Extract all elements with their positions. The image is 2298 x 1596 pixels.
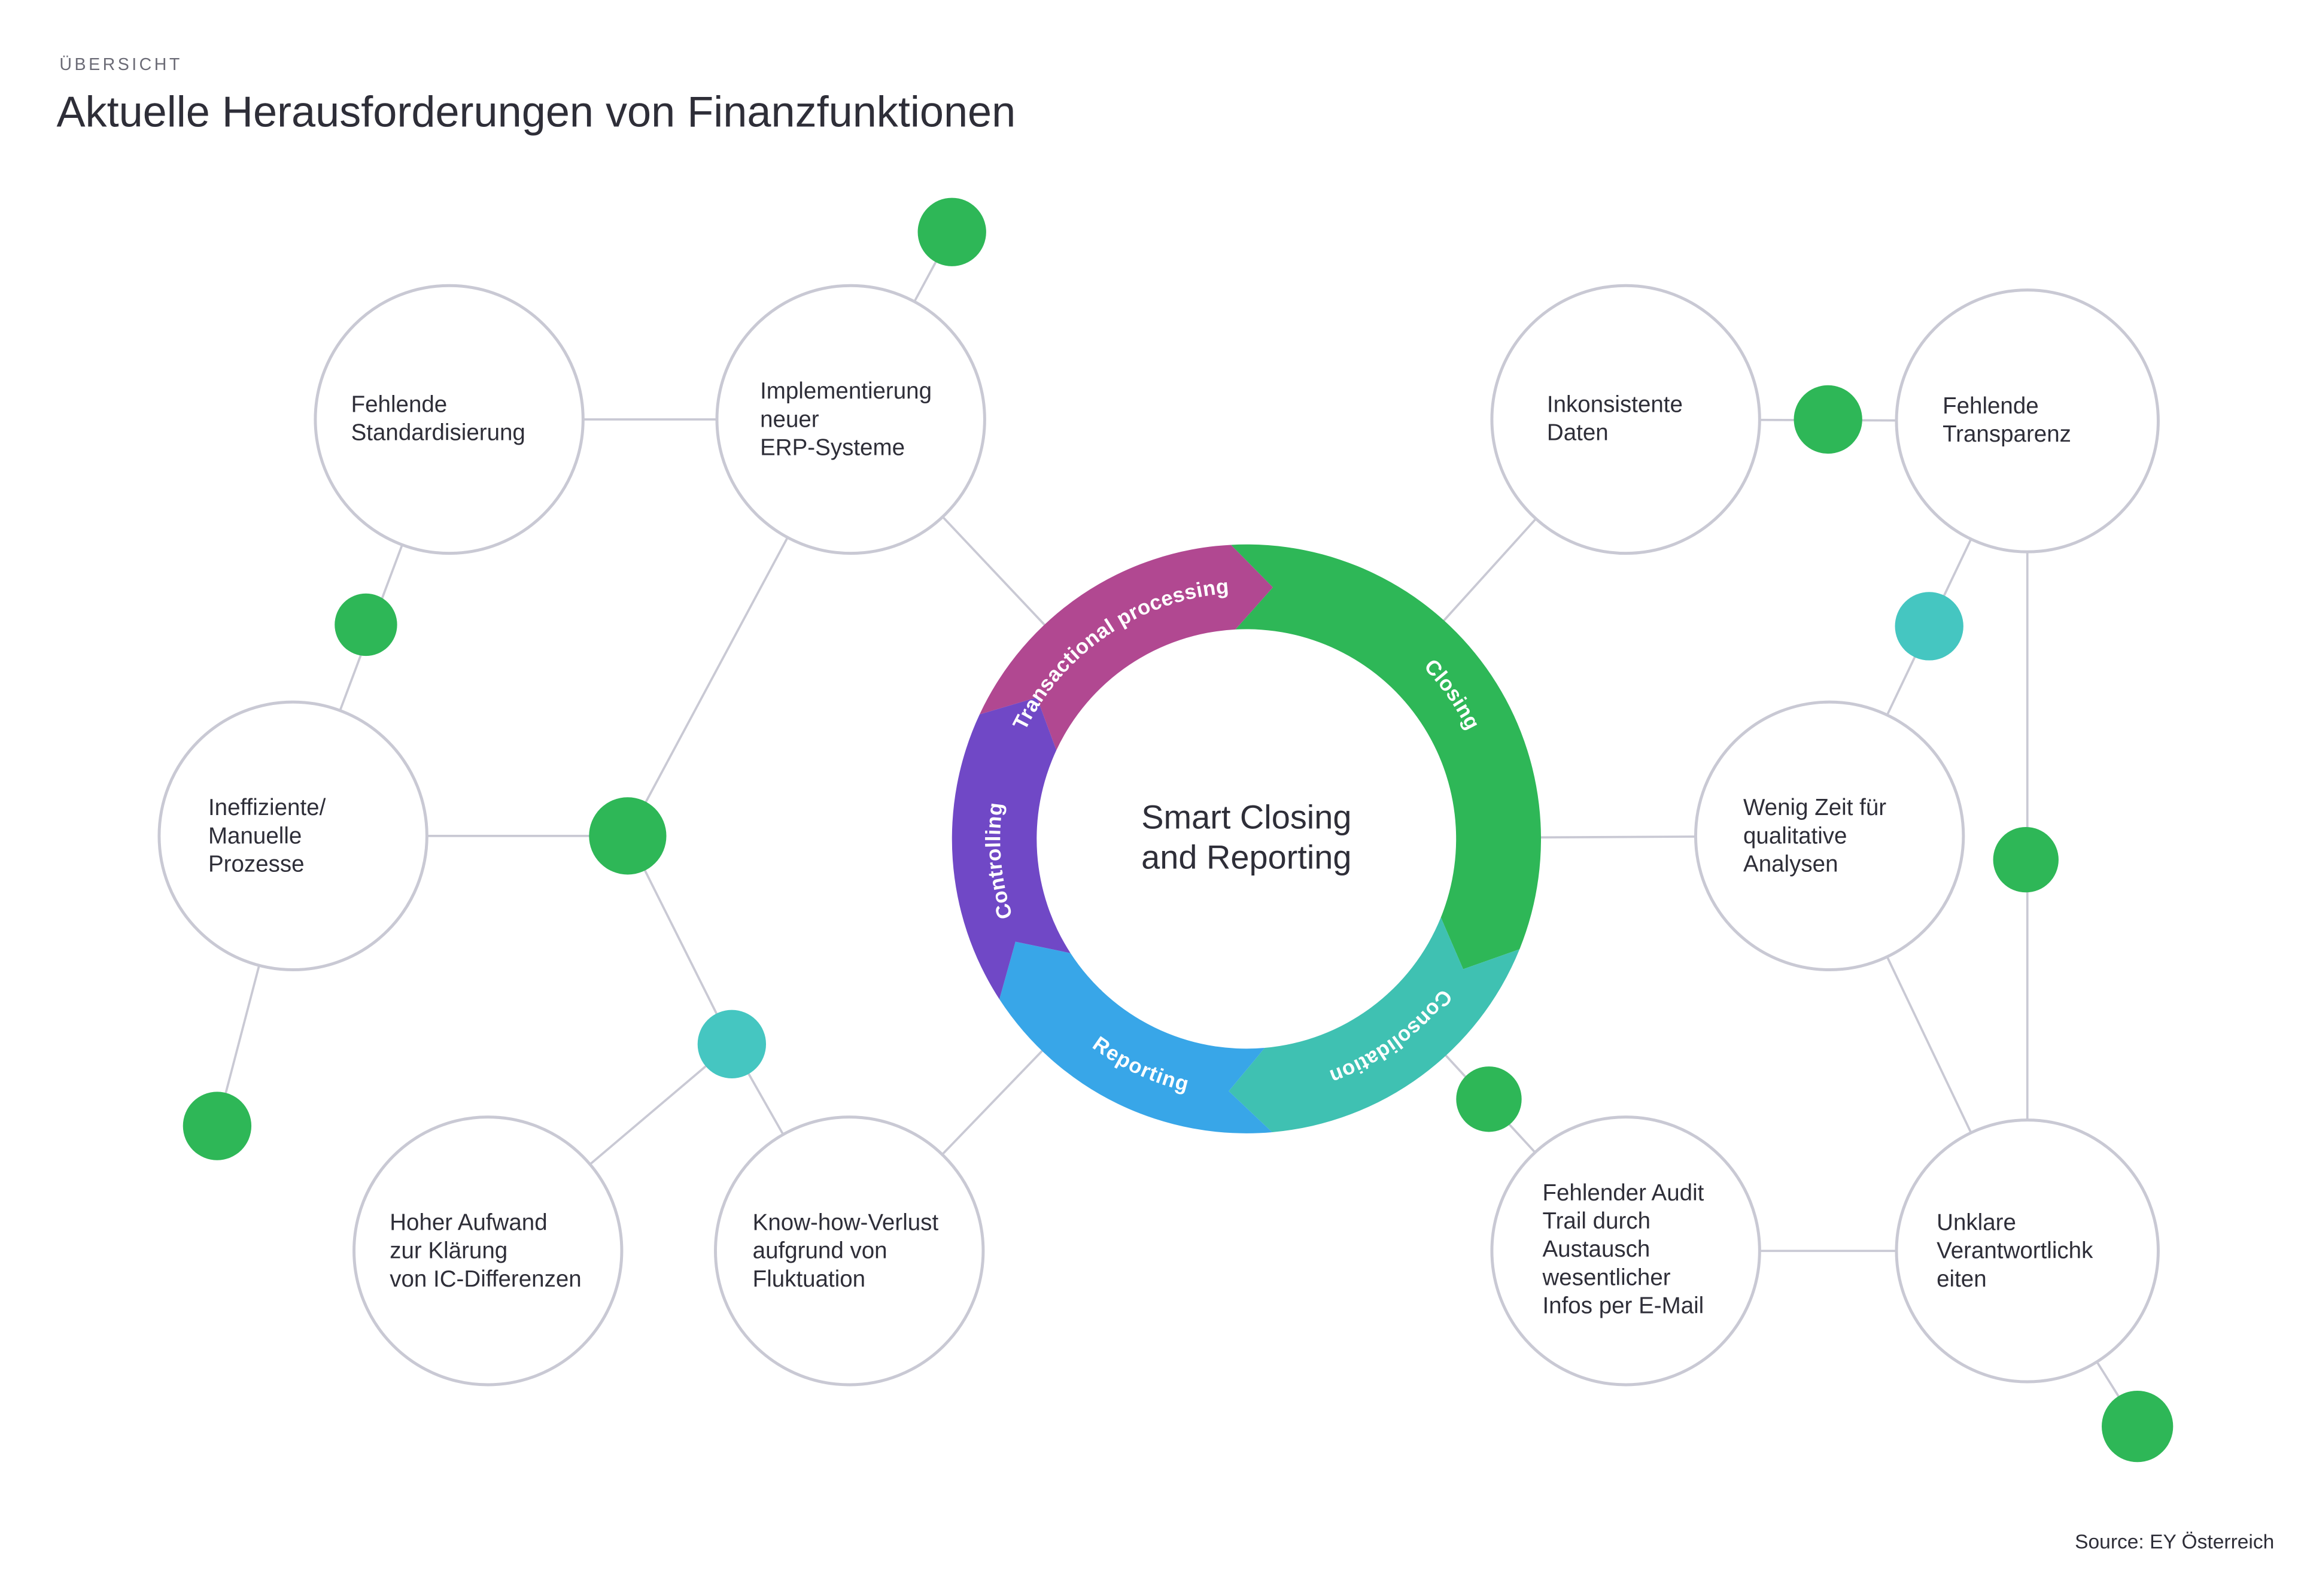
- ring-segment-closing: [1230, 544, 1542, 969]
- node-label-ineffiziente-prozesse: Ineffiziente/ Manuelle Prozesse: [208, 795, 326, 878]
- connector-dot-green: [917, 197, 986, 266]
- node-circle-ic-differenzen: [352, 1115, 624, 1387]
- node-circle-wenig-zeit: [1694, 700, 1965, 972]
- connector-dot-teal: [1895, 592, 1963, 661]
- overview-kicker: ÜBERSICHT: [59, 56, 183, 75]
- node-circle-fehlende-transparenz: [1895, 288, 2160, 554]
- node-label-knowhow-verlust: Know-how-Verlust aufgrund von Fluktuatio…: [752, 1211, 939, 1293]
- connector-dot-green: [335, 593, 397, 656]
- ring-segment-reporting: [999, 941, 1272, 1133]
- node-circle-standardisierung: [314, 284, 585, 555]
- node-circle-erp-systeme: [715, 284, 986, 555]
- connector-dot-green: [1993, 826, 2059, 893]
- ring-segment-controlling: [952, 697, 1071, 999]
- page-title: Aktuelle Herausforderungen von Finanzfun…: [56, 89, 1016, 137]
- connector-dot-teal: [697, 1010, 767, 1078]
- connector-dots: [183, 197, 2174, 1463]
- node-label-ic-differenzen: Hoher Aufwand zur Klärung von IC-Differe…: [390, 1211, 582, 1293]
- node-circle-inkonsistente-daten: [1490, 284, 1761, 555]
- connector-dot-green: [183, 1092, 252, 1160]
- connector-dot-green: [589, 797, 667, 875]
- node-label-unklare-verantwortlichkeiten: Unklare Verantwortlichk eiten: [1937, 1211, 2093, 1293]
- node-label-erp-systeme: Implementierung neuer ERP-Systeme: [760, 379, 932, 461]
- node-label-wenig-zeit: Wenig Zeit für qualitative Analysen: [1743, 795, 1887, 878]
- node-label-inkonsistente-daten: Inkonsistente Daten: [1546, 393, 1683, 446]
- ring-segment-transactional-processing: [979, 545, 1273, 750]
- node-label-audit-trail: Fehlender Audit Trail durch Austausch we…: [1542, 1181, 1704, 1320]
- connector-dot-green: [1456, 1066, 1522, 1132]
- connector-dot-green: [2102, 1390, 2174, 1463]
- connector-line: [627, 835, 733, 1045]
- node-circle-knowhow-verlust: [714, 1115, 985, 1387]
- ring-segment-consolidation: [1229, 917, 1520, 1132]
- node-label-standardisierung: Fehlende Standardisierung: [351, 393, 525, 446]
- node-label-fehlende-transparenz: Fehlende Transparenz: [1943, 394, 2071, 448]
- node-circle-audit-trail: [1490, 1115, 1761, 1387]
- connector-dot-green: [1794, 385, 1862, 454]
- ring-center-label: Smart Closing and Reporting: [1141, 798, 1352, 876]
- ring-center-background: [1036, 629, 1457, 1049]
- node-circle-ineffiziente-prozesse: [157, 700, 428, 972]
- source-attribution: Source: EY Österreich: [2075, 1530, 2275, 1553]
- node-circles: [157, 284, 2160, 1387]
- process-ring: Transactional processing Closing Consoli…: [952, 544, 1542, 1133]
- node-circle-unklare-verantwortlichkeiten: [1895, 1118, 2160, 1384]
